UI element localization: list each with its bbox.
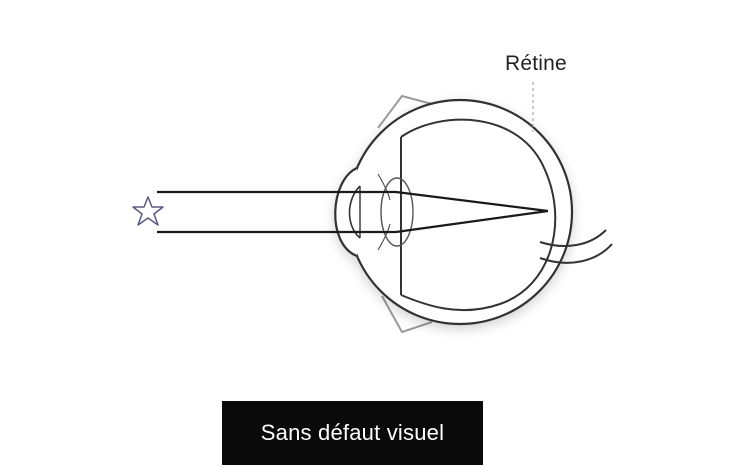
iris-front (348, 185, 361, 239)
caption-box: Sans défaut visuel (222, 401, 483, 465)
lens (380, 177, 414, 247)
retina-label: Rétine (505, 52, 567, 75)
retina-layer (400, 118, 557, 312)
cornea (334, 166, 358, 258)
eyeball (334, 98, 574, 326)
caption-text: Sans défaut visuel (260, 420, 445, 445)
star-icon (132, 196, 164, 226)
lower-eyelid (381, 295, 433, 333)
refracted-ray-lower (395, 209, 549, 234)
optic-nerve-bottom (539, 243, 613, 264)
optic-nerve-top (539, 229, 607, 247)
ciliary-lower (377, 223, 391, 251)
refracted-ray-upper (395, 190, 549, 213)
ciliary-upper (377, 173, 391, 201)
upper-eyelid (377, 95, 433, 129)
